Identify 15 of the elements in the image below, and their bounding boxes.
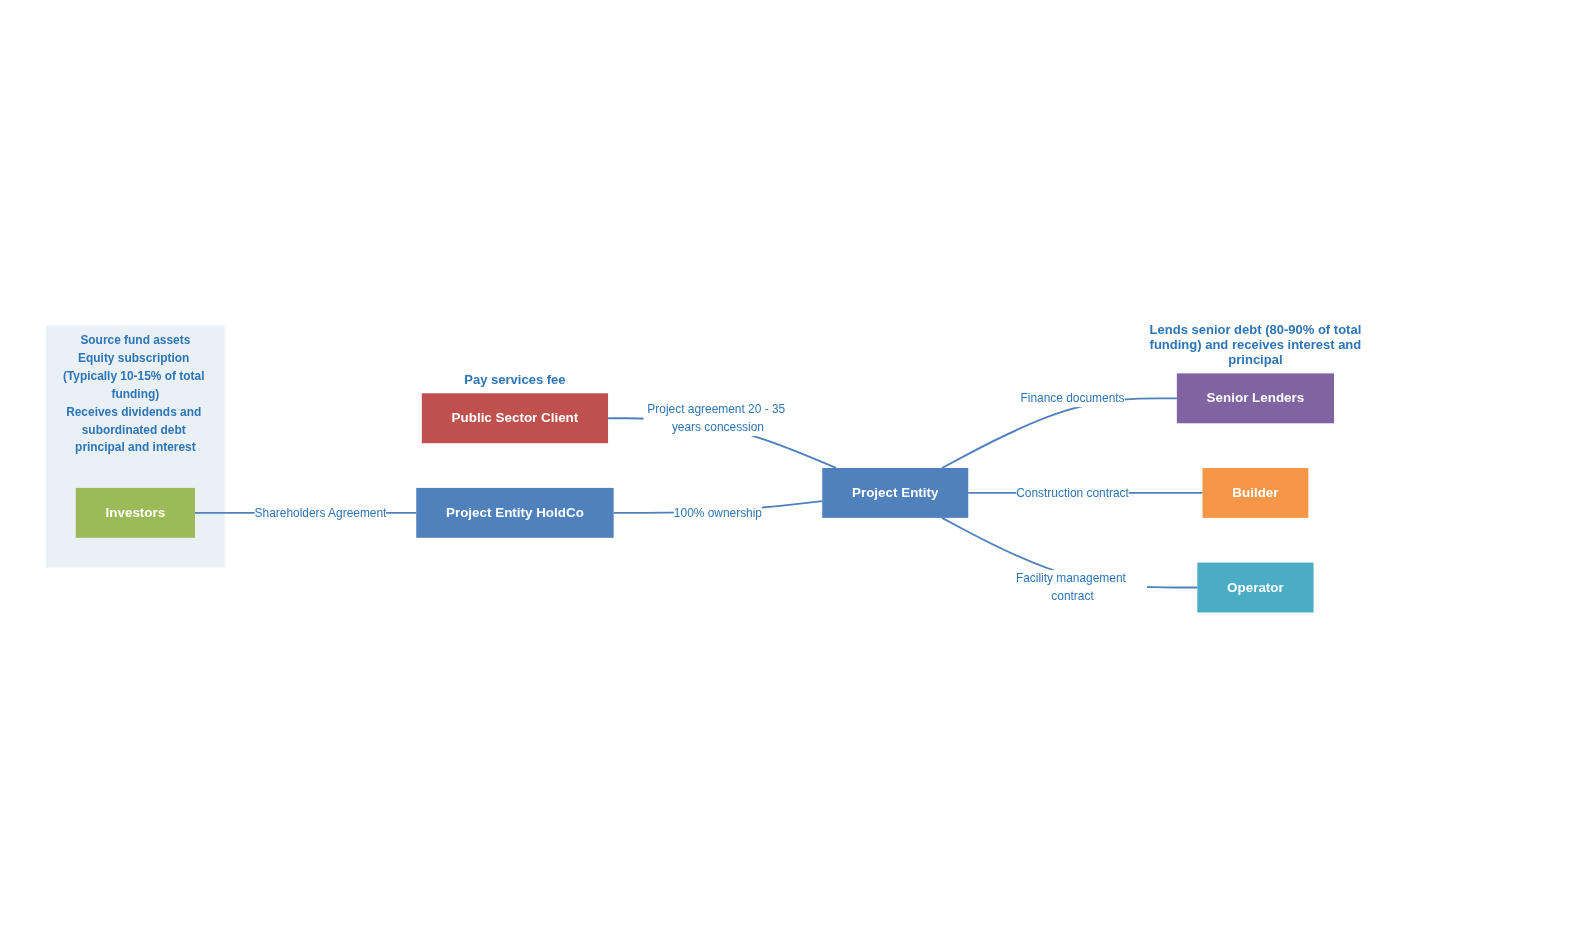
node-box: Senior Lenders (1176, 372, 1335, 423)
edge-label: 100% ownership (673, 505, 762, 519)
node-box: Investors (75, 487, 195, 538)
edge-label: Shareholders Agreement (254, 505, 387, 519)
node-box: Operator (1197, 562, 1314, 612)
note-text: Lends senior debt (80-90% of total funding) and receives interest and principal (1148, 321, 1363, 367)
edge-label: Construction contract (1016, 485, 1129, 499)
node-box: Public Sector Client (421, 392, 609, 443)
node-box: Builder (1202, 467, 1309, 518)
node-box: Project Entity (822, 467, 969, 518)
note-text: Pay services fee (463, 371, 567, 387)
edge-label: Project agreement 20 - 35 years concession (647, 402, 786, 433)
edge-label: Finance documents (1020, 391, 1125, 404)
edge-label: Facility management contract (1015, 571, 1126, 602)
node-box: Project Entity HoldCo (416, 487, 614, 538)
